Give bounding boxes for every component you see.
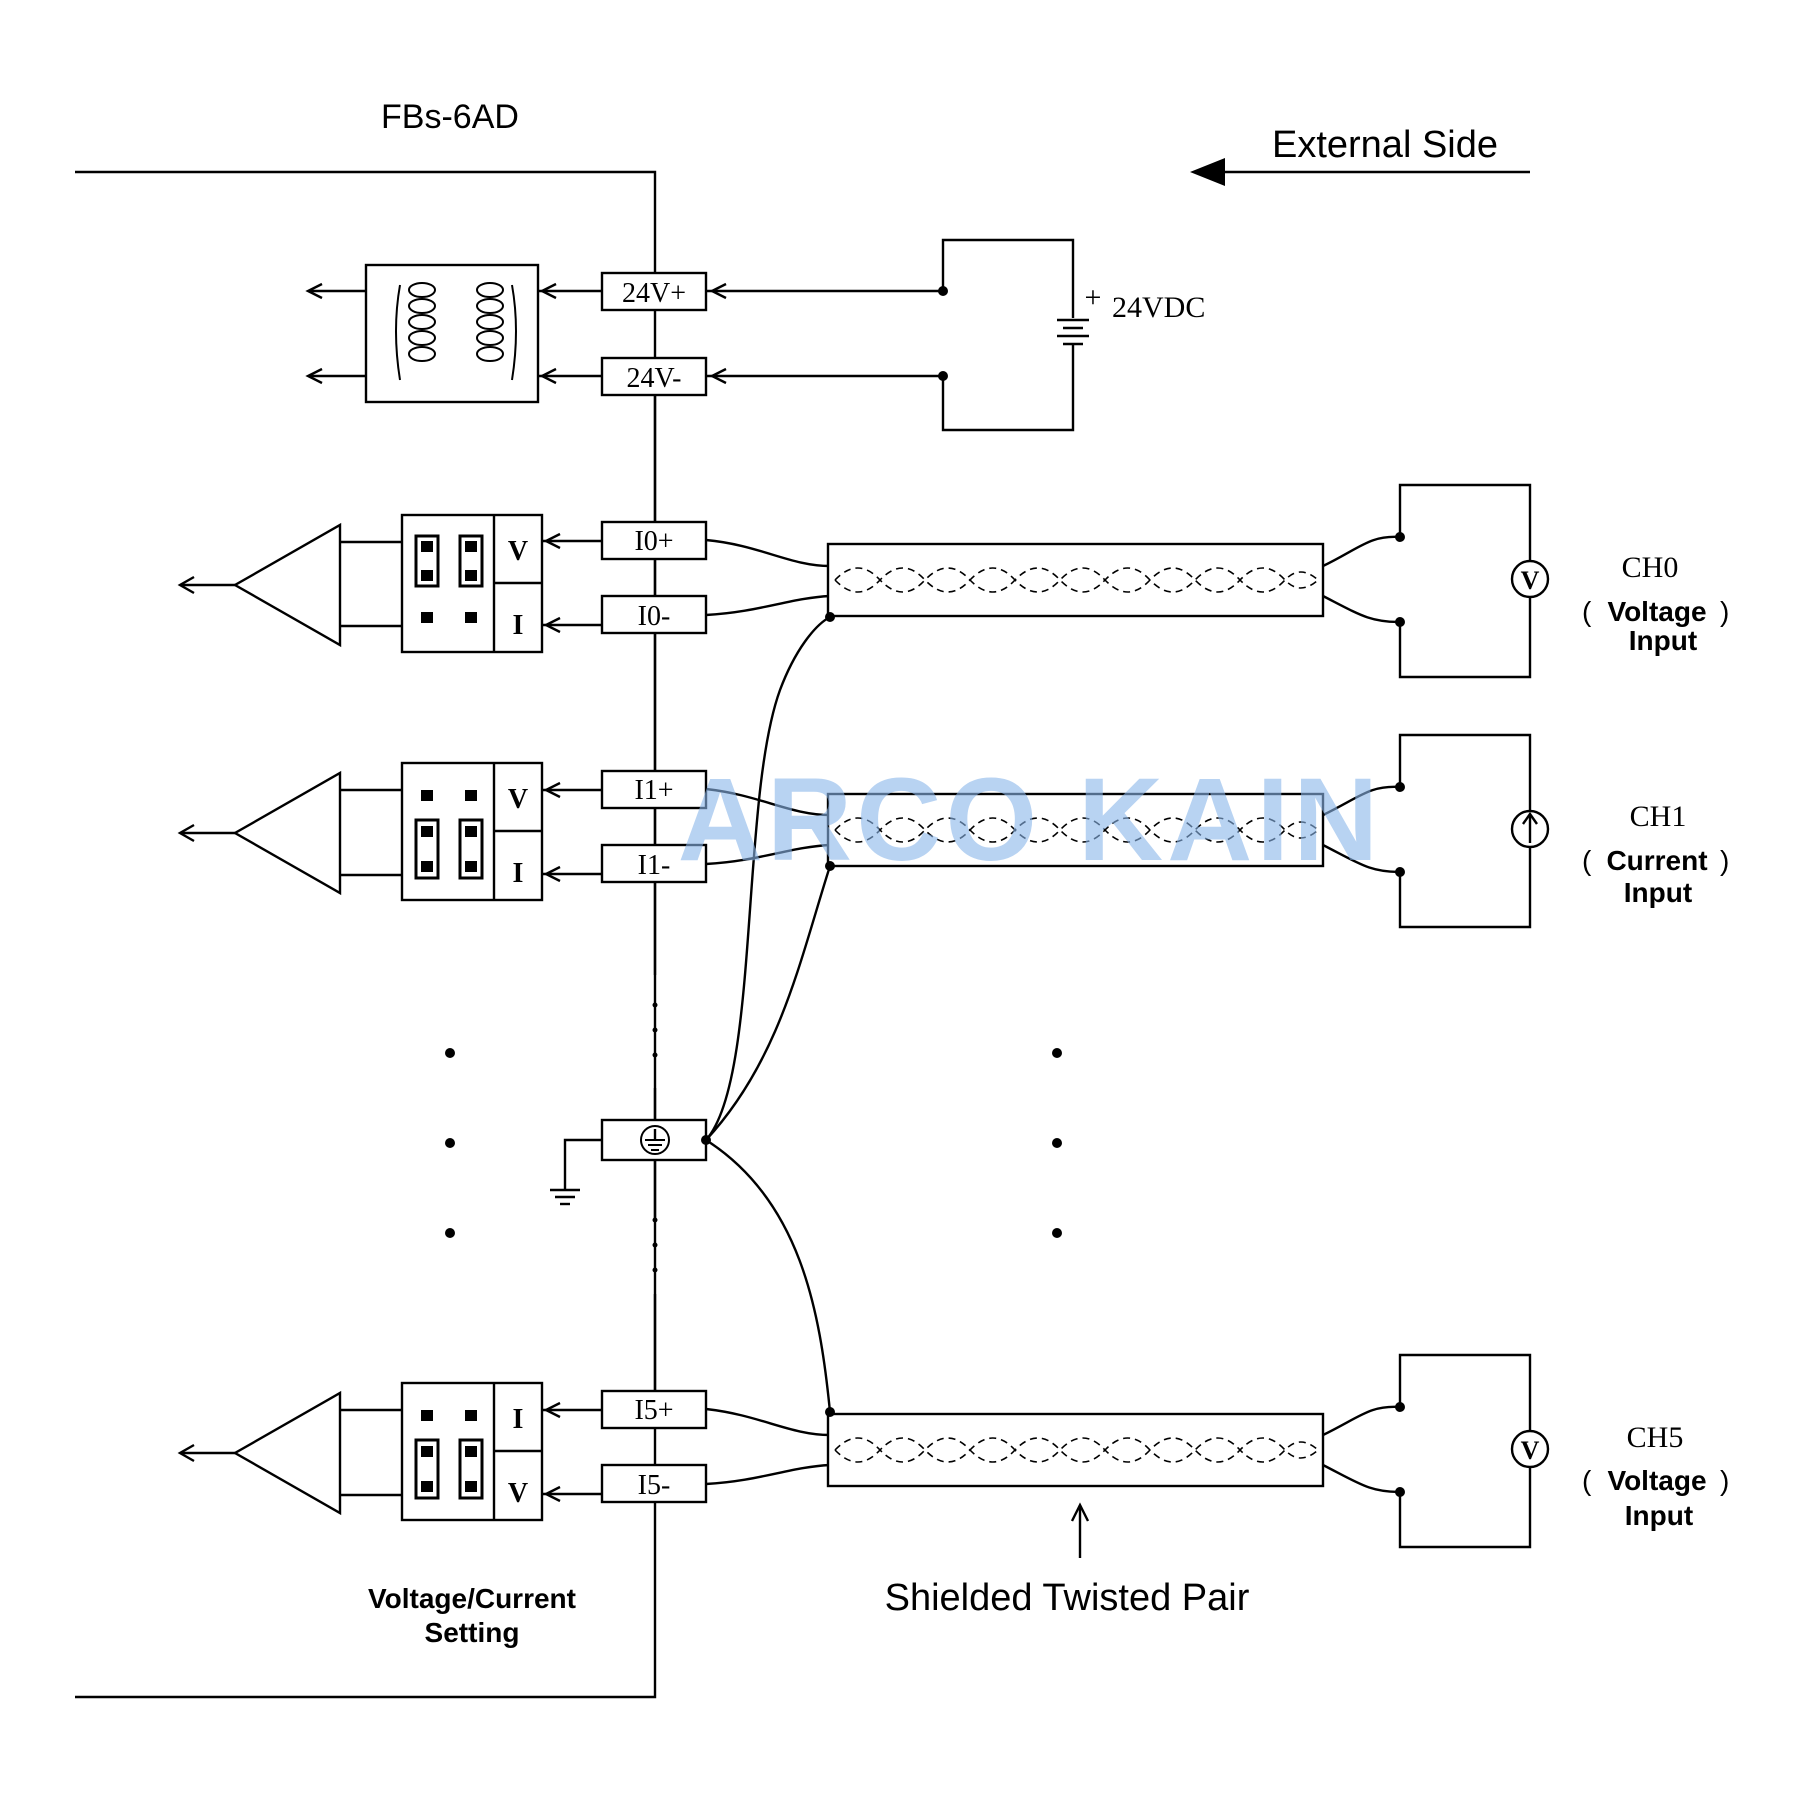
mode-label: Current <box>1606 845 1707 876</box>
battery-icon <box>1057 318 1089 346</box>
jumper-bottom-label: I <box>513 610 524 641</box>
amplifier-icon <box>177 522 402 648</box>
current-source-icon <box>1510 809 1550 849</box>
jumper-block: V I <box>400 513 602 654</box>
channel-ch1: V I I1+ I1- <box>177 733 1729 929</box>
meter-symbol: V <box>1521 566 1540 595</box>
ellipsis-dots <box>445 1048 1062 1238</box>
mode-bracket-close: ) <box>1720 1465 1729 1496</box>
input-label: Input <box>1625 1500 1693 1531</box>
voltmeter-icon: V <box>1510 559 1550 599</box>
supply-polarity: + <box>1085 281 1102 314</box>
terminal-i5-minus: I5- <box>600 1463 708 1504</box>
power-wiring <box>706 238 1075 432</box>
arrow-left-icon <box>1190 158 1530 186</box>
terminal-label: I1- <box>638 850 671 881</box>
shielded-cable <box>705 535 1401 624</box>
channel-label: CH1 <box>1630 800 1687 833</box>
jumper-setting-label: Voltage/Current <box>368 1583 576 1614</box>
terminal-label: I0+ <box>634 526 673 557</box>
external-side-label: External Side <box>1272 124 1498 166</box>
terminal-24v-minus: 24V- <box>600 356 708 397</box>
mode-bracket-close: ) <box>1720 845 1729 876</box>
jumper-bottom-label: I <box>513 858 524 889</box>
jumper-setting-label-line2: Setting <box>425 1617 520 1648</box>
jumper-top-label: V <box>508 536 528 567</box>
watermark: ARCO KAIN <box>678 754 1383 886</box>
ground-icon <box>550 1188 580 1206</box>
amplifier-icon <box>177 1390 402 1516</box>
terminal-i5-plus: I5+ <box>600 1389 708 1430</box>
voltmeter-icon: V <box>1510 1429 1550 1469</box>
terminal-label: I5- <box>638 1470 671 1501</box>
terminal-label: I0- <box>638 601 671 632</box>
jumper-block: V I <box>400 761 602 902</box>
mode-bracket-open: ( <box>1582 1465 1592 1496</box>
mode-label: Voltage <box>1607 596 1706 627</box>
mode-label: Voltage <box>1607 1465 1706 1496</box>
sensor-device <box>1395 733 1550 929</box>
input-label: Input <box>1629 625 1697 656</box>
cable-label: Shielded Twisted Pair <box>885 1577 1250 1619</box>
shielded-cable <box>705 785 1401 874</box>
terminal-i0-plus: I0+ <box>600 520 708 561</box>
amplifier-icon <box>177 770 402 896</box>
jumper-top-label: V <box>508 784 528 815</box>
channel-ch0: V I I0+ I0- <box>177 483 1729 679</box>
ground-icon <box>640 1125 670 1155</box>
shielded-cable <box>705 1405 1401 1494</box>
sensor-device: V <box>1395 483 1550 679</box>
jumper-top-label: I <box>513 1404 524 1435</box>
mode-bracket-close: ) <box>1720 596 1729 627</box>
meter-symbol: V <box>1521 1436 1540 1465</box>
jumper-block: I V <box>400 1381 602 1522</box>
terminal-label: 24V- <box>627 363 682 394</box>
jumper-bottom-label: V <box>508 1478 528 1509</box>
terminal-label: I1+ <box>634 775 673 806</box>
mode-bracket-open: ( <box>1582 845 1592 876</box>
ground-terminal <box>550 615 832 1413</box>
mode-bracket-open: ( <box>1582 596 1592 627</box>
terminal-i1-minus: I1- <box>600 843 708 884</box>
channel-label: CH5 <box>1627 1421 1684 1454</box>
terminal-24v-plus: 24V+ <box>600 271 708 312</box>
channel-ch5: I V I5+ I5- <box>177 1353 1729 1549</box>
arrow-up-icon <box>1070 1502 1090 1558</box>
sensor-device: V <box>1395 1353 1550 1549</box>
input-label: Input <box>1624 877 1692 908</box>
channel-label: CH0 <box>1622 551 1679 584</box>
terminal-label: 24V+ <box>622 278 686 309</box>
transformer-icon <box>305 263 602 404</box>
terminal-i1-plus: I1+ <box>600 769 708 810</box>
supply-label: 24VDC <box>1112 291 1205 324</box>
terminal-i0-minus: I0- <box>600 594 708 635</box>
terminal-label: I5+ <box>634 1395 673 1426</box>
module-title: FBs-6AD <box>381 98 519 136</box>
